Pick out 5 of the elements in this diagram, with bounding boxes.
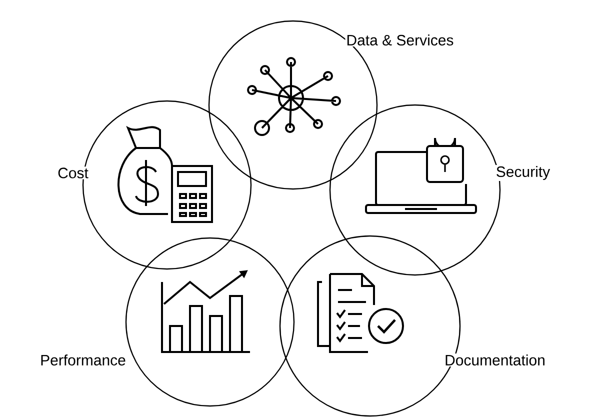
circle-label: Security [494,165,552,181]
circle-label: Performance [39,354,127,366]
circle-label: Documentation [444,353,546,366]
circle-label: Data & Services [345,34,455,46]
circle-label: Cost [56,166,90,180]
